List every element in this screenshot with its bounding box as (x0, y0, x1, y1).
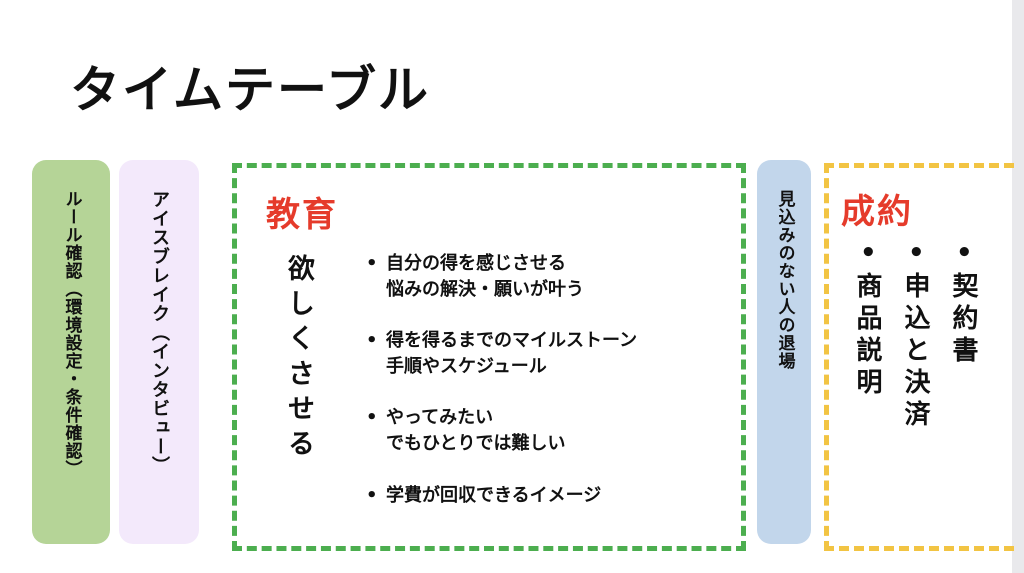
education-bullet-3: •やってみたい でもひとりでは難しい (366, 405, 565, 457)
icebreak-step: アイスブレイク（インタビュー） (119, 160, 199, 544)
education-bullet-4: •学費が回収できるイメージ (366, 485, 602, 506)
education-bullet-2: •得を得るまでのマイルストーン 手順やスケジュール (366, 328, 637, 380)
bullet-1-line-2: 悩みの解決・願いが叶う (386, 279, 584, 300)
bullet-2-line-1: 得を得るまでのマイルストーン (386, 330, 638, 351)
contract-item-application: 申込と決済 (900, 272, 930, 432)
contract-item-product: 商品説明 (852, 272, 882, 400)
icebreak-step-label: アイスブレイク（インタビュー） (149, 190, 170, 475)
bullet-2-line-2: 手順やスケジュール (386, 356, 547, 377)
bullet-1-line-1: 自分の得を感じさせる (386, 253, 566, 274)
education-vertical-text: 欲しくさせる (283, 254, 314, 464)
contract-heading: 成約 (841, 192, 913, 232)
contract-dot-1: • (956, 238, 973, 268)
bullet-4-line-1: 学費が回収できるイメージ (386, 485, 602, 506)
rules-step: ルール確認（環境設定・条件確認） (32, 160, 110, 544)
contract-dot-3: • (860, 238, 877, 268)
window-edge (1012, 0, 1024, 573)
exit-step-label: 見込みのない人の退場 (774, 190, 795, 370)
education-section (232, 163, 746, 551)
rules-step-label: ルール確認（環境設定・条件確認） (61, 190, 82, 478)
contract-section (824, 163, 1014, 551)
bullet-3-line-1: やってみたい (386, 407, 494, 428)
page-title: タイムテーブル (70, 61, 430, 119)
contract-dot-2: • (908, 238, 925, 268)
education-bullet-1: •自分の得を感じさせる 悩みの解決・願いが叶う (366, 251, 584, 303)
education-heading: 教育 (266, 195, 338, 235)
exit-step: 見込みのない人の退場 (757, 160, 811, 544)
contract-item-contract: 契約書 (948, 272, 978, 368)
bullet-3-line-2: でもひとりでは難しい (386, 433, 566, 454)
